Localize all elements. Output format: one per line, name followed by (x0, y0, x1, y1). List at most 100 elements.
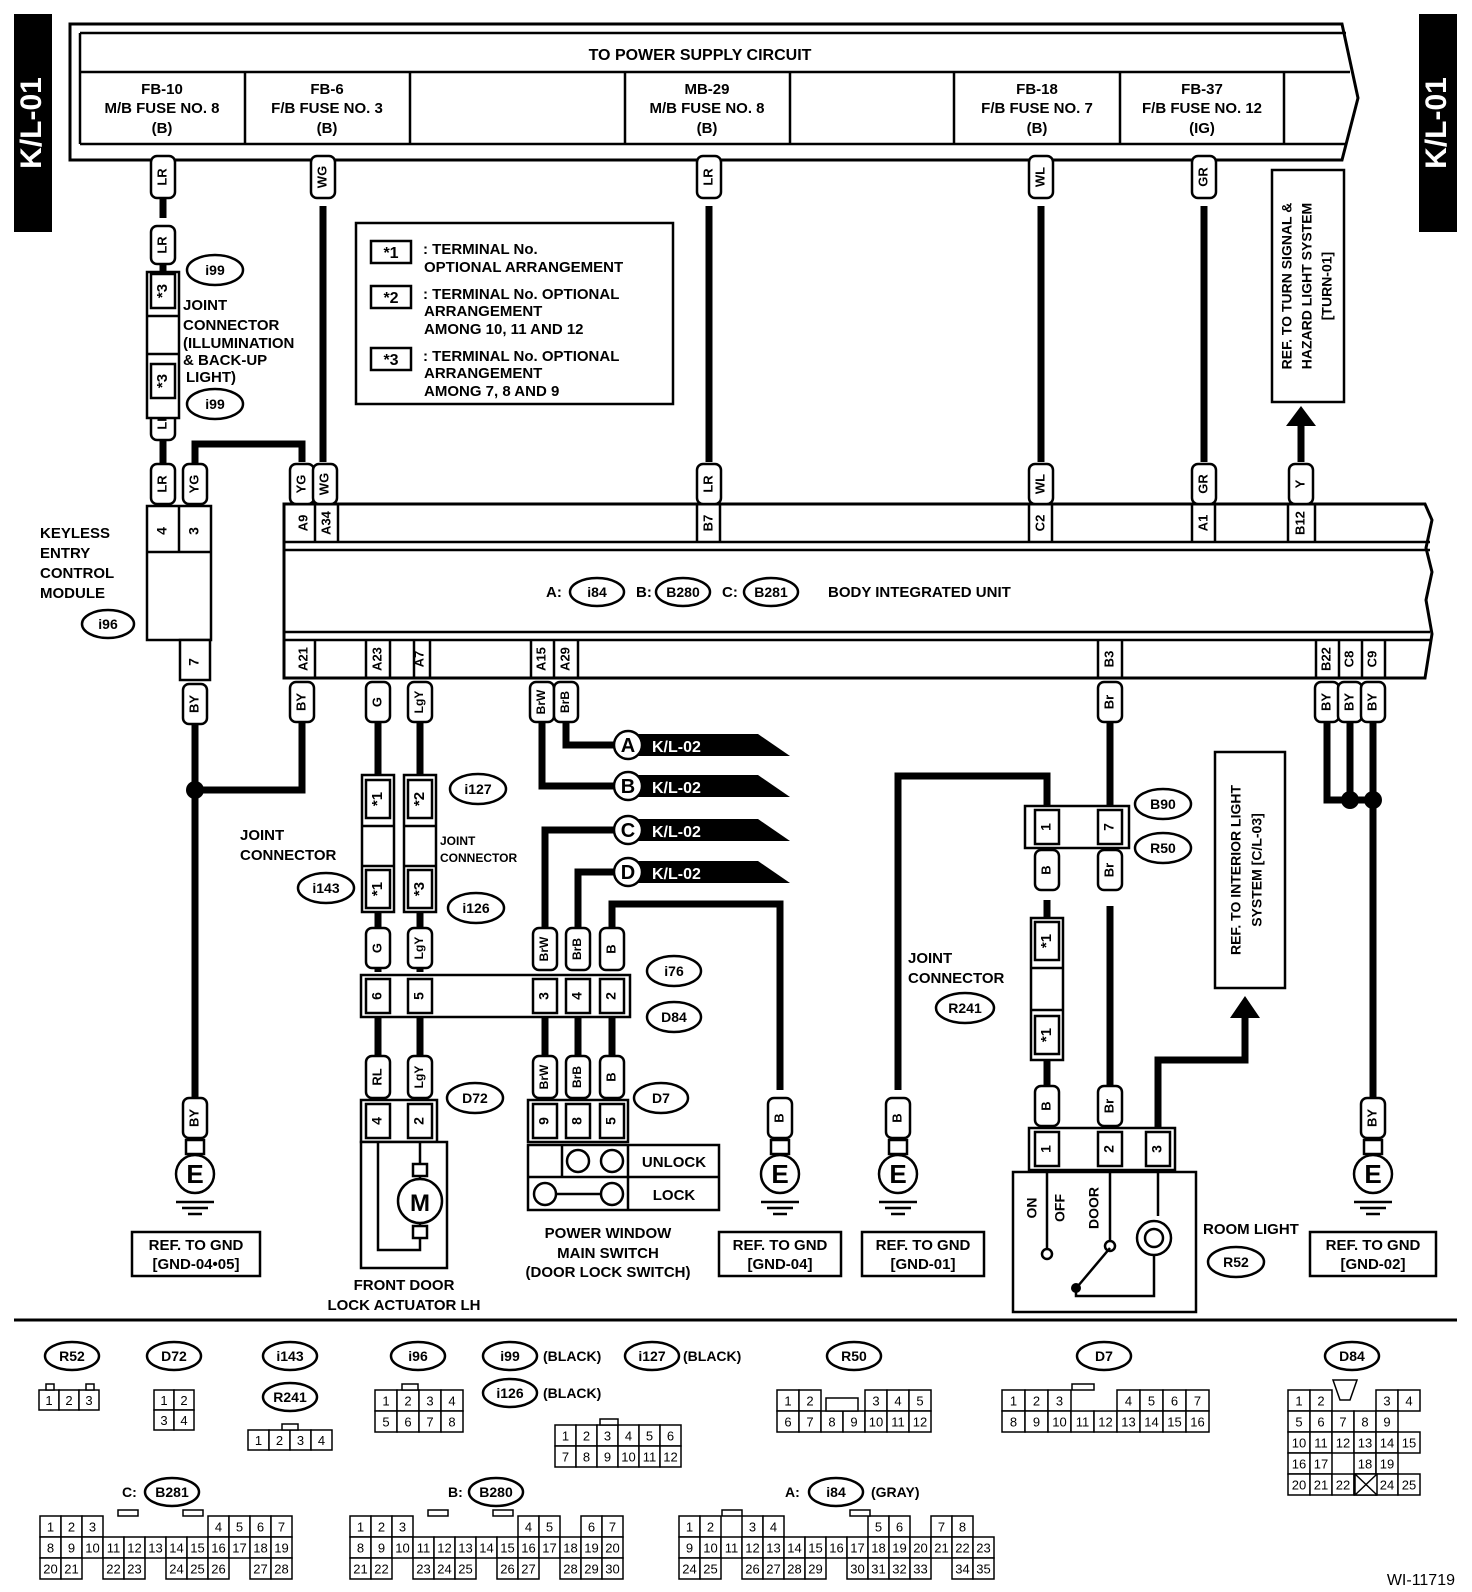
drawing-id: WI-11719 (1387, 1572, 1455, 1589)
connector-id: D84 (1339, 1348, 1365, 1364)
legend-text: : TERMINAL No. (423, 241, 538, 258)
wire-tag: B (884, 1096, 912, 1140)
pin-number: 2 (65, 1393, 72, 1408)
pin-number: 22 (374, 1562, 388, 1577)
connector-id: i143 (276, 1348, 303, 1364)
pin-number: 4 (1405, 1394, 1412, 1409)
connector-id-badge (645, 954, 703, 988)
sheet-tab-left: K/L-01 (14, 14, 52, 232)
pin-number: 17 (232, 1541, 246, 1556)
pin-number: 2 (378, 1520, 385, 1535)
pin-label: B7 (700, 515, 715, 532)
pin-number: 14 (479, 1541, 493, 1556)
connector-id: R52 (59, 1348, 85, 1364)
pin-number: 5 (916, 1394, 923, 1409)
pin-number: 8 (583, 1450, 590, 1465)
connector-id: R50 (1150, 840, 1176, 856)
svg-text:BrW: BrW (537, 936, 551, 961)
connector-id: i127 (464, 781, 491, 797)
pin-number: 3 (297, 1433, 304, 1448)
pin-label: B22 (1318, 647, 1333, 671)
connector-id-badge (1206, 1245, 1266, 1279)
svg-text:Br: Br (1101, 863, 1116, 877)
pin-number: 5 (1295, 1415, 1302, 1430)
pin-number: 11 (107, 1541, 121, 1556)
connector-id-badge (445, 1081, 505, 1115)
legend-text: : TERMINAL No. OPTIONAL (423, 286, 619, 303)
pin-number: 14 (1380, 1436, 1394, 1451)
connector-id-badge (1133, 787, 1193, 821)
ground-gnd-04-05: E REF. TO GND [GND-04•05] (130, 1138, 262, 1278)
pin-number: 32 (892, 1562, 906, 1577)
pin-number: 13 (148, 1541, 162, 1556)
wire-tag: GR (1190, 154, 1218, 200)
wire-tag: BY (1313, 680, 1341, 724)
legend-mark: *2 (383, 290, 398, 307)
pin-cell (60, 1557, 83, 1580)
pin-label: 4 (154, 527, 170, 535)
legend-mark: *1 (383, 245, 398, 262)
svg-text:LgY: LgY (412, 937, 426, 960)
svg-text:3: 3 (1149, 1145, 1165, 1153)
svg-text:BrB: BrB (558, 691, 572, 713)
pin-number: 22 (106, 1562, 120, 1577)
svg-text:BY: BY (1364, 1109, 1379, 1127)
pin-number: 7 (1194, 1394, 1201, 1409)
connector-id-badge (825, 1340, 883, 1372)
svg-text:BY: BY (1318, 693, 1333, 711)
wire-tag: BrW (531, 1054, 559, 1100)
svg-text:D: D (621, 862, 635, 884)
svg-text:1: 1 (1038, 1145, 1054, 1153)
svg-text:BrB: BrB (570, 1066, 584, 1088)
svg-text:KEYLESS: KEYLESS (40, 525, 110, 542)
connector-id-badge (742, 576, 800, 608)
pin-number: 30 (850, 1562, 864, 1577)
connector-id: i99 (205, 262, 225, 278)
pin-number: 14 (1144, 1415, 1158, 1430)
svg-text:8: 8 (569, 1117, 585, 1125)
svg-text:CONNECTOR: CONNECTOR (908, 970, 1005, 987)
svg-text:WG: WG (314, 166, 329, 188)
connector-id: i99 (500, 1348, 520, 1364)
pin-number: 10 (703, 1541, 717, 1556)
pin-number: 19 (584, 1541, 598, 1556)
pin-number: 15 (808, 1541, 822, 1556)
pin-number: 4 (625, 1429, 632, 1444)
legend-text: OPTIONAL ARRANGEMENT (424, 259, 623, 276)
svg-text:K/L-02: K/L-02 (652, 866, 701, 883)
svg-text:HAZARD LIGHT SYSTEM: HAZARD LIGHT SYSTEM (1299, 203, 1315, 369)
pin-number: 13 (1121, 1415, 1135, 1430)
pin-number: 15 (500, 1541, 514, 1556)
connector-id-badge (807, 1476, 865, 1508)
pin-number: 7 (562, 1450, 569, 1465)
svg-text:BY: BY (1364, 693, 1379, 711)
svg-text:BrW: BrW (534, 689, 548, 714)
svg-text:YG: YG (186, 475, 201, 494)
wire-tag: LR (695, 462, 723, 506)
keyless-entry-module: 4 3 7 KEYLESS ENTRY CONTROL MODULE i96 (40, 504, 213, 682)
pin-cell (908, 1410, 932, 1433)
svg-text:5: 5 (603, 1117, 619, 1125)
fuse-cell: MB-29 M/B FUSE NO. 8 (B) (649, 81, 764, 137)
pin-label: A15 (533, 647, 548, 671)
wire-tag: B (598, 1054, 626, 1100)
svg-text:4: 4 (369, 1117, 385, 1125)
terminal-mark: *3 (154, 284, 171, 298)
svg-text:7: 7 (1101, 823, 1117, 831)
pin-number: 6 (257, 1520, 264, 1535)
connector-id-badge (261, 1340, 319, 1372)
pin-cell (804, 1557, 827, 1580)
fuse-name: M/B FUSE NO. 8 (649, 100, 764, 117)
pin-number: 18 (563, 1541, 577, 1556)
fuse-name: F/B FUSE NO. 7 (981, 100, 1093, 117)
pin-number: 15 (190, 1541, 204, 1556)
pin-number: 21 (934, 1541, 948, 1556)
svg-text:LOCK: LOCK (653, 1187, 696, 1204)
pin-number: 3 (749, 1520, 756, 1535)
pin-cell (601, 1557, 624, 1580)
svg-text:JOINT: JOINT (183, 297, 227, 314)
room-light: 1 2 3 ON OFF DOOR ROOM LIGHT R52 (1011, 1126, 1299, 1314)
svg-text:G: G (369, 943, 384, 953)
